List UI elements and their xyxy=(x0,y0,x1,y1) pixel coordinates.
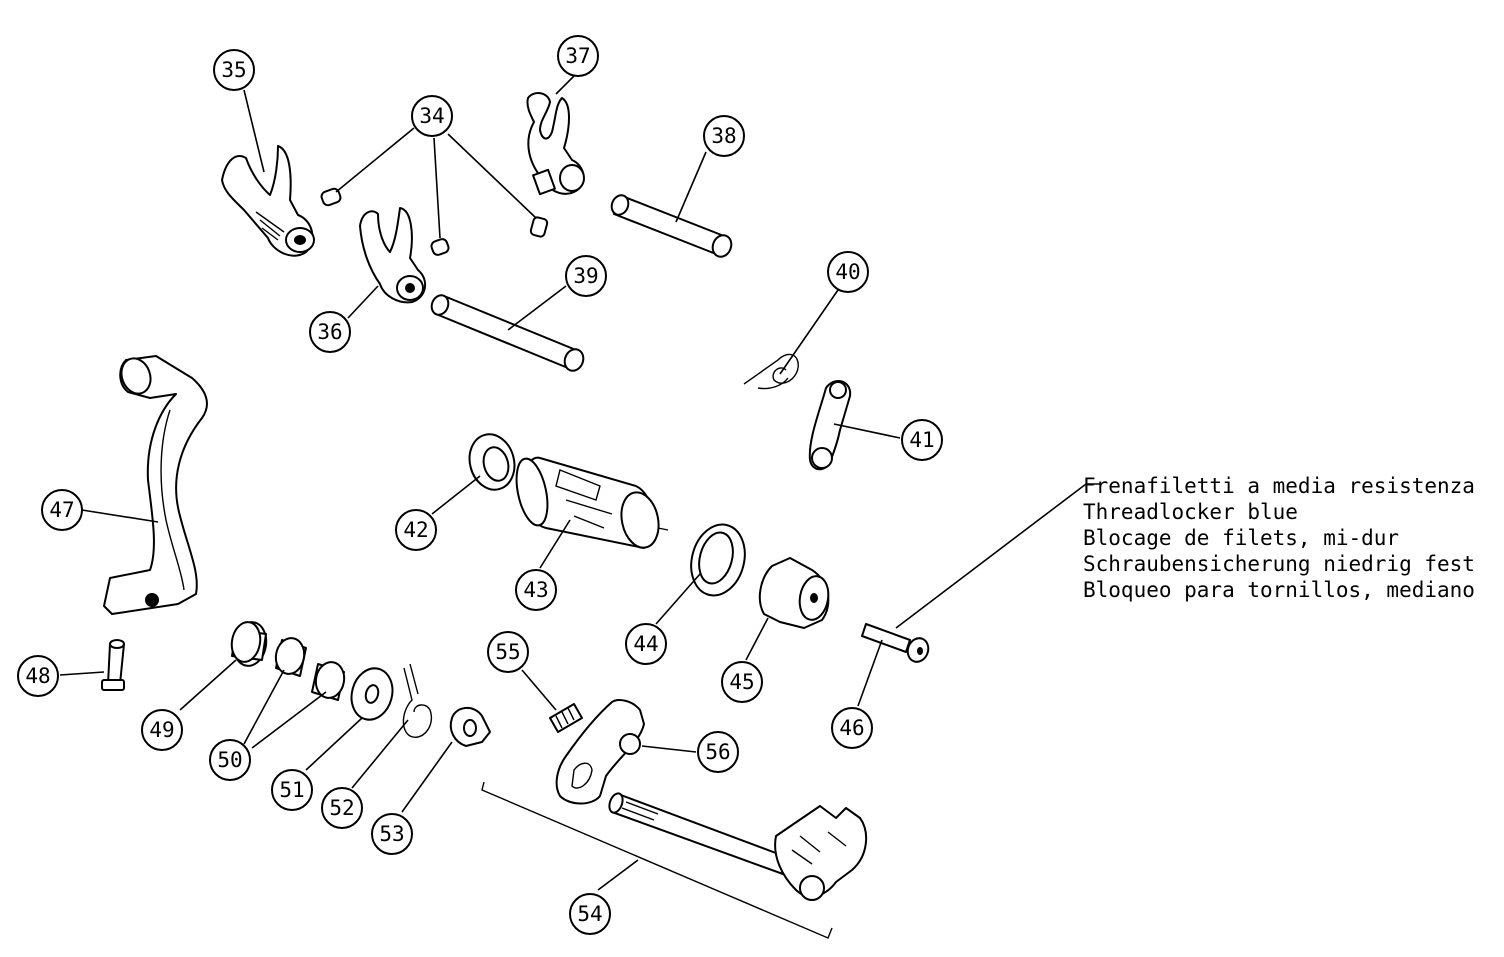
part-53-circlip xyxy=(449,707,491,747)
callout-37: 37 xyxy=(557,35,599,77)
note-line-fr: Blocage de filets, mi-dur xyxy=(1083,526,1400,550)
part-42-bearing xyxy=(468,433,516,491)
callout-39: 39 xyxy=(565,255,607,297)
callout-label: 39 xyxy=(573,264,598,288)
part-40-spring xyxy=(743,353,799,390)
part-55-spring xyxy=(549,703,583,733)
callout-label: 40 xyxy=(835,260,860,284)
callout-label: 48 xyxy=(25,664,50,688)
part-43-shift-drum xyxy=(515,456,669,549)
part-51-washer xyxy=(350,667,394,721)
note-line-es: Bloqueo para tornillos, mediano xyxy=(1083,578,1475,602)
callout-label: 52 xyxy=(329,796,354,820)
callout-48: 48 xyxy=(17,655,59,697)
callout-label: 51 xyxy=(279,778,304,802)
callout-47: 47 xyxy=(41,489,83,531)
callout-label: 42 xyxy=(403,518,428,542)
callout-38: 38 xyxy=(703,115,745,157)
callout-label: 36 xyxy=(317,320,342,344)
part-46-bolt xyxy=(861,623,930,663)
callout-40: 40 xyxy=(827,251,869,293)
callout-42: 42 xyxy=(395,509,437,551)
part-35-shift-fork xyxy=(221,145,315,257)
note-line-it: Frenafiletti a media resistenza xyxy=(1083,474,1475,498)
part-34-pins xyxy=(320,187,549,256)
callout-label: 35 xyxy=(221,58,246,82)
callout-53: 53 xyxy=(371,813,413,855)
part-54-shift-shaft xyxy=(481,781,868,939)
part-49-bushing xyxy=(230,621,268,667)
callout-label: 45 xyxy=(729,670,754,694)
part-39-shift-rod xyxy=(430,294,585,372)
part-50-needle-bearings xyxy=(274,637,346,701)
callout-label: 34 xyxy=(419,104,444,128)
leader-lines xyxy=(59,75,1100,891)
part-47-shift-lever xyxy=(103,355,208,615)
callout-label: 56 xyxy=(705,740,730,764)
callout-label: 50 xyxy=(217,748,242,772)
part-45-shift-star xyxy=(758,557,830,629)
callout-34: 34 xyxy=(411,95,453,137)
callout-43: 43 xyxy=(515,569,557,611)
callout-49: 49 xyxy=(141,709,183,751)
callout-45: 45 xyxy=(721,661,763,703)
note-line-de: Schraubensicherung niedrig fest xyxy=(1083,552,1475,576)
callout-35: 35 xyxy=(213,49,255,91)
callout-54: 54 xyxy=(569,893,611,935)
callout-46: 46 xyxy=(831,707,873,749)
callout-label: 53 xyxy=(379,822,404,846)
callout-41: 41 xyxy=(901,419,943,461)
part-38-shift-rod xyxy=(610,194,733,258)
callout-56: 56 xyxy=(697,731,739,773)
note-line-en: Threadlocker blue xyxy=(1083,500,1298,524)
part-48-bolt xyxy=(101,639,125,691)
part-56-shift-plate xyxy=(555,699,645,805)
part-36-shift-fork xyxy=(359,207,427,304)
callout-label: 37 xyxy=(565,44,590,68)
callout-52: 52 xyxy=(321,787,363,829)
callout-label: 44 xyxy=(633,632,658,656)
callout-51: 51 xyxy=(271,769,313,811)
callout-label: 46 xyxy=(839,716,864,740)
callout-label: 49 xyxy=(149,718,174,742)
callout-44: 44 xyxy=(625,623,667,665)
part-44-bearing xyxy=(690,523,746,597)
callout-label: 47 xyxy=(49,498,74,522)
part-41-detent-lever xyxy=(808,380,852,471)
callout-label: 55 xyxy=(495,640,520,664)
part-52-spring xyxy=(402,663,433,738)
callout-label: 54 xyxy=(577,902,602,926)
callout-55: 55 xyxy=(487,631,529,673)
callout-36: 36 xyxy=(309,311,351,353)
callout-50: 50 xyxy=(209,739,251,781)
part-37-shift-fork xyxy=(526,92,585,196)
callout-label: 38 xyxy=(711,124,736,148)
callout-label: 41 xyxy=(909,428,934,452)
callout-label: 43 xyxy=(523,578,548,602)
